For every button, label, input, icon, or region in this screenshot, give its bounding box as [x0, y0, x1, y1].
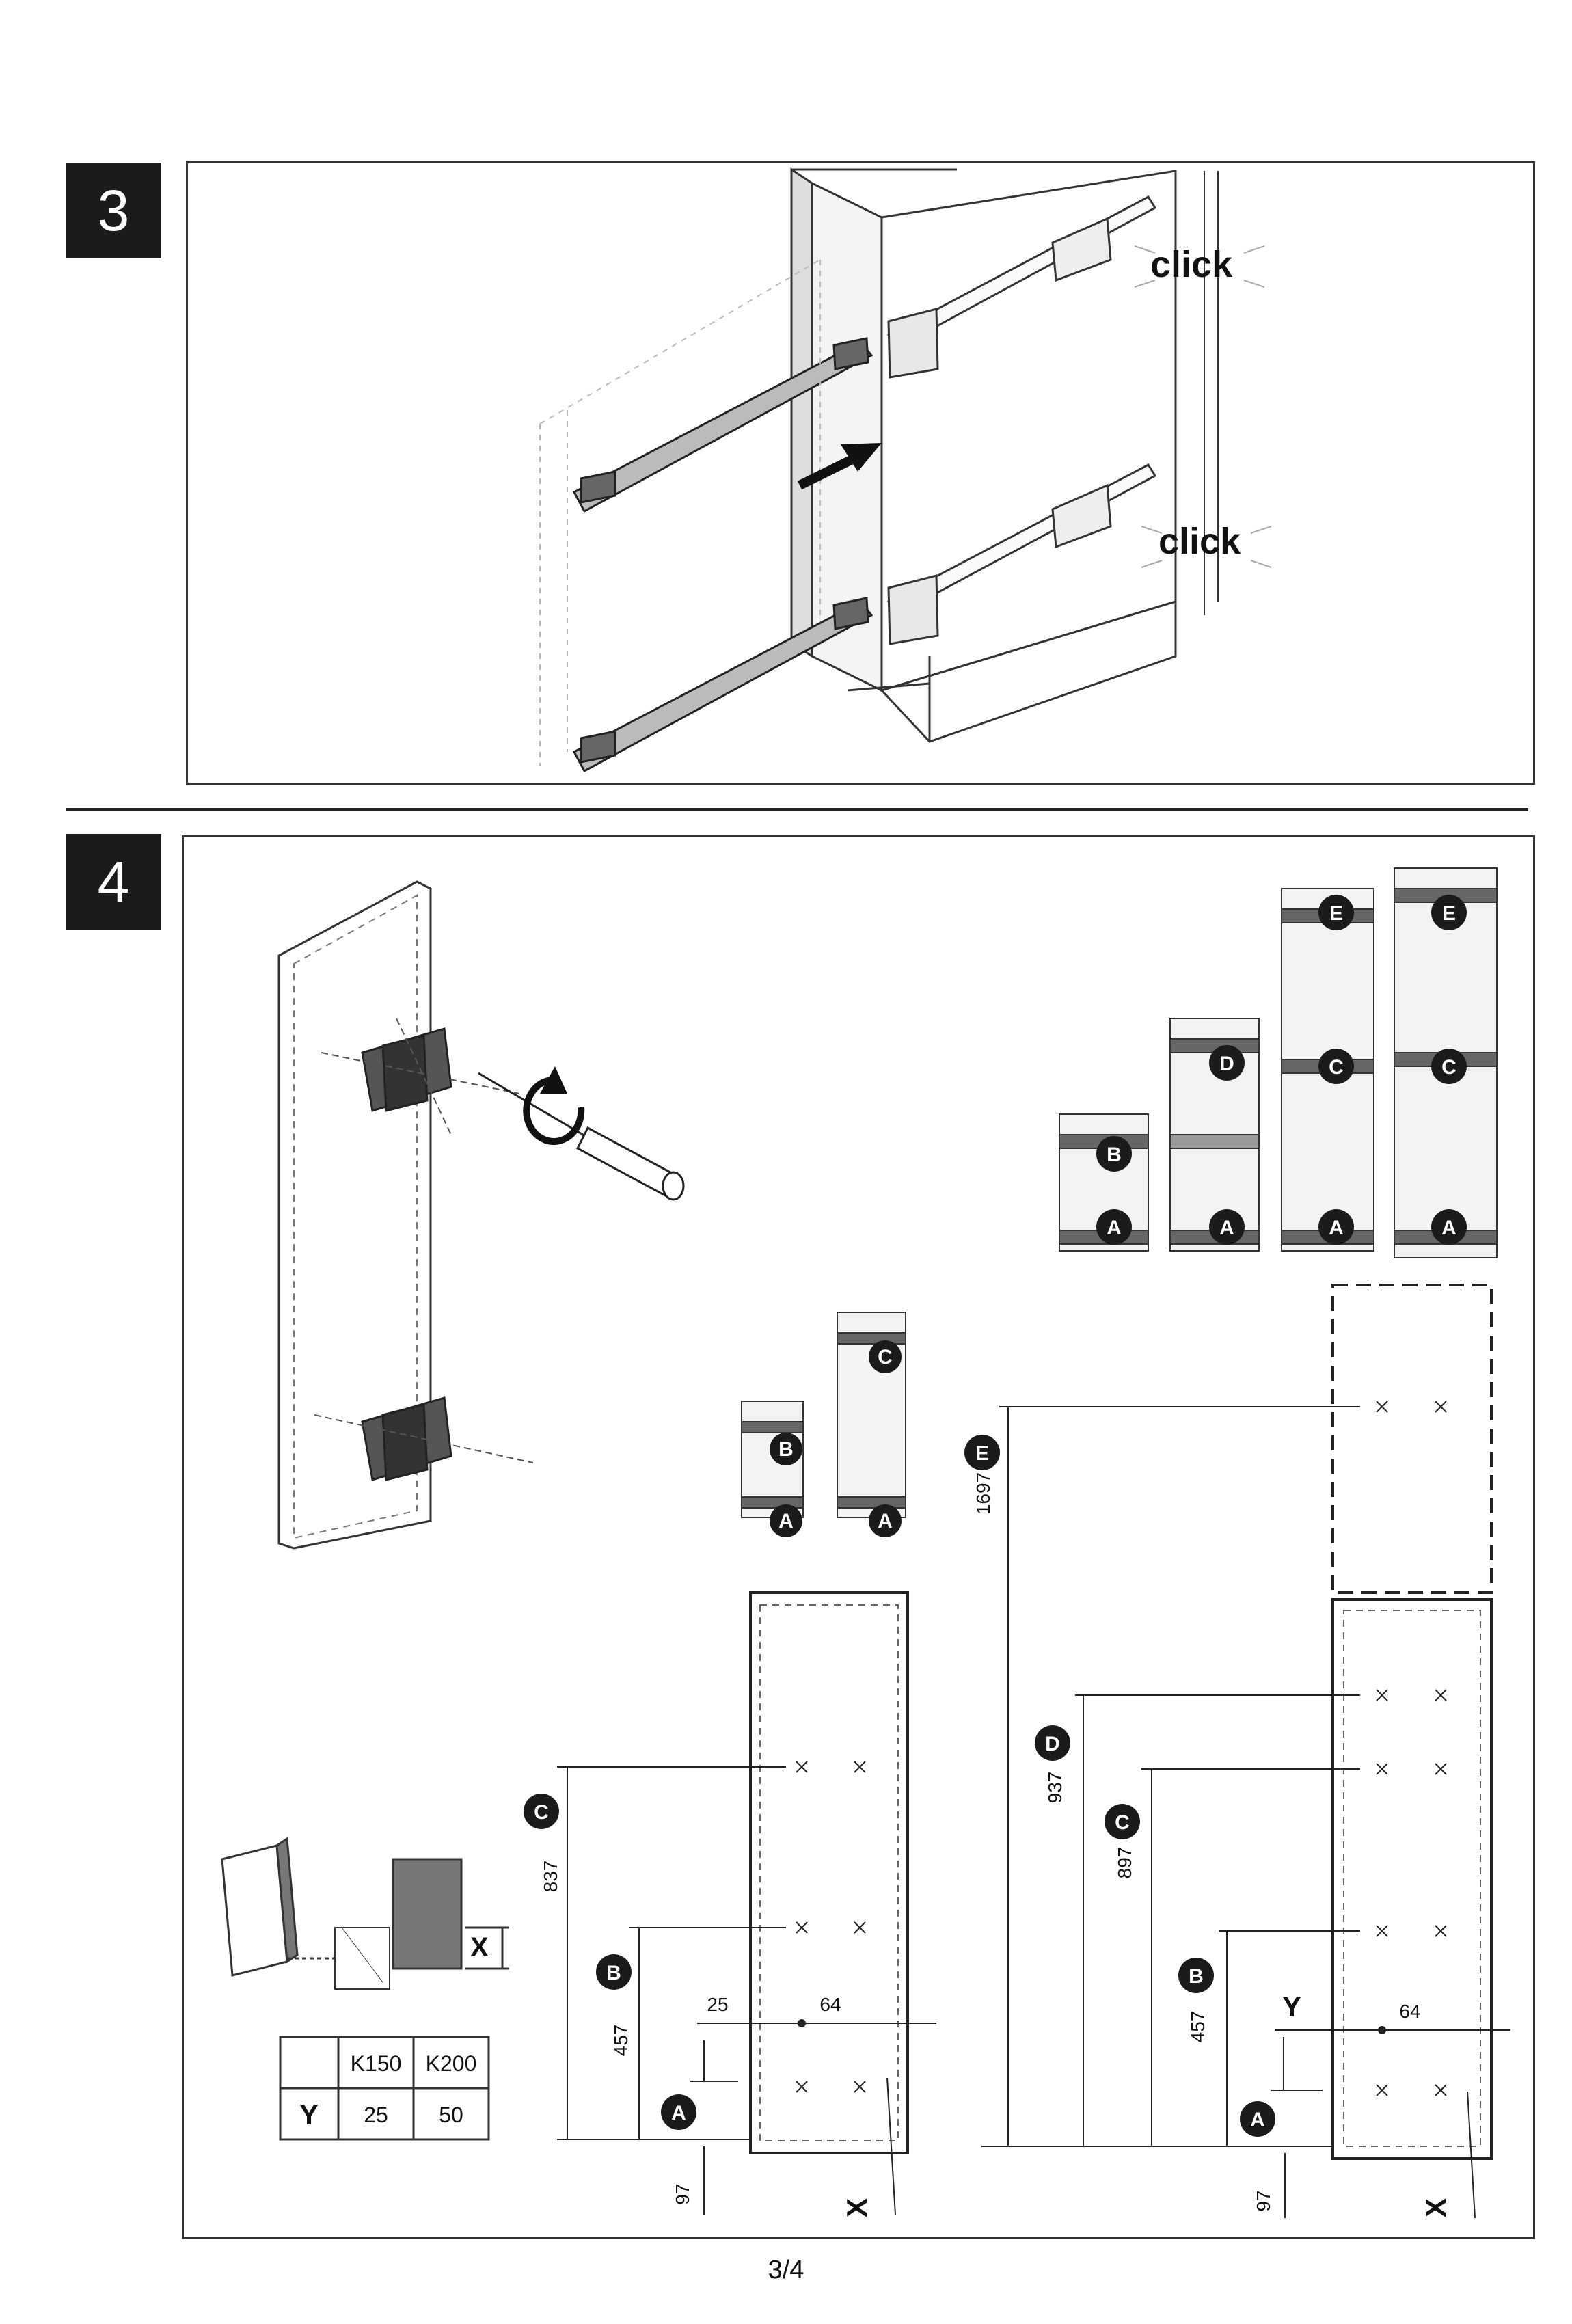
right-marker-c: C — [1115, 1811, 1130, 1834]
badge-g3-e: E — [1329, 902, 1343, 925]
basket-ghost-outline — [539, 259, 821, 766]
table-cell-k200: 50 — [439, 2103, 463, 2127]
right-panel-outline — [1331, 1284, 1493, 2160]
left-marker-b: B — [606, 1962, 621, 1984]
click-label-bottom: click — [1158, 521, 1241, 562]
basket-group-small-2 — [837, 1312, 906, 1518]
right-drill-marks — [1376, 1401, 1447, 2096]
hinge-bracket-bottom — [314, 1396, 534, 1481]
drawer-rail-bottom — [887, 463, 1157, 645]
click-burst-top — [1134, 245, 1265, 288]
badge-g3-c: C — [1329, 1056, 1344, 1079]
table-cell-k150: 25 — [364, 2103, 388, 2127]
badge-s2-c: C — [878, 1346, 893, 1368]
insert-arrow — [797, 443, 882, 490]
right-y-label: Y — [1282, 1990, 1301, 2023]
table-header-k200: K200 — [426, 2051, 477, 2076]
badge-g2-d: D — [1219, 1053, 1234, 1075]
left-dim-97: 97 — [672, 2183, 693, 2204]
step-3-number: 3 — [97, 178, 130, 243]
step-4-panel — [182, 835, 1535, 2239]
right-marker-e: E — [975, 1442, 989, 1465]
step-4-number: 4 — [97, 850, 130, 914]
right-dim-937: 937 — [1044, 1772, 1066, 1804]
badge-s1-a: A — [778, 1510, 794, 1532]
badge-g4-c: C — [1441, 1056, 1456, 1079]
step-3-illustration: click click — [539, 167, 1272, 773]
badge-s2-a: A — [878, 1510, 893, 1532]
basket-letter-badges — [770, 895, 1467, 1537]
left-marker-c: C — [534, 1801, 549, 1824]
right-x-label: X — [1420, 2198, 1452, 2217]
basket-rail-top — [572, 337, 873, 513]
badge-g3-a: A — [1329, 1217, 1344, 1239]
badge-g2-a: A — [1219, 1217, 1234, 1239]
page-number: 3/4 — [768, 2256, 804, 2284]
step-4-badge: 4 — [66, 834, 161, 930]
hinge-bracket-top — [321, 1018, 520, 1135]
left-dimension-lines — [557, 1766, 936, 2215]
badge-g1-a: A — [1107, 1217, 1122, 1239]
click-label-top: click — [1150, 244, 1233, 285]
dimension-table — [279, 2036, 490, 2141]
screwdriver — [478, 1072, 685, 1201]
left-marker-a: A — [671, 2102, 686, 2124]
drawer-rail-top — [887, 195, 1157, 379]
right-dimension-lines — [981, 1406, 1510, 2219]
step-divider — [66, 808, 1528, 811]
left-drill-marks — [796, 1761, 866, 2093]
left-dim-25: 25 — [707, 1994, 728, 2015]
step-3-panel — [186, 161, 1535, 785]
table-row-label-y: Y — [299, 2098, 319, 2131]
step-3-badge: 3 — [66, 163, 161, 258]
right-dim-64: 64 — [1399, 2001, 1420, 2022]
left-x-label: X — [841, 2198, 873, 2217]
right-dim-457: 457 — [1187, 2011, 1208, 2043]
right-marker-a: A — [1250, 2109, 1265, 2131]
detail-x-label: X — [470, 1932, 489, 1962]
badge-g1-b: B — [1107, 1144, 1122, 1166]
left-dim-457: 457 — [610, 2025, 632, 2057]
basket-rail-bottom — [572, 597, 873, 773]
left-panel-outline — [749, 1591, 909, 2154]
click-burst-bottom — [1141, 526, 1272, 568]
left-dim-64: 64 — [819, 1994, 841, 2015]
detail-inset — [221, 1837, 509, 1990]
right-dim-897: 897 — [1114, 1847, 1135, 1879]
rotate-arrow-icon — [523, 1077, 585, 1145]
badge-g4-e: E — [1442, 902, 1456, 925]
right-dim-97: 97 — [1253, 2190, 1274, 2211]
badge-s1-b: B — [778, 1438, 794, 1461]
badge-g4-a: A — [1441, 1217, 1456, 1239]
right-marker-b: B — [1189, 1965, 1204, 1988]
table-header-k150: K150 — [351, 2051, 402, 2076]
right-dim-1697: 1697 — [973, 1472, 994, 1515]
right-marker-d: D — [1045, 1733, 1060, 1755]
left-dim-837: 837 — [540, 1861, 561, 1893]
